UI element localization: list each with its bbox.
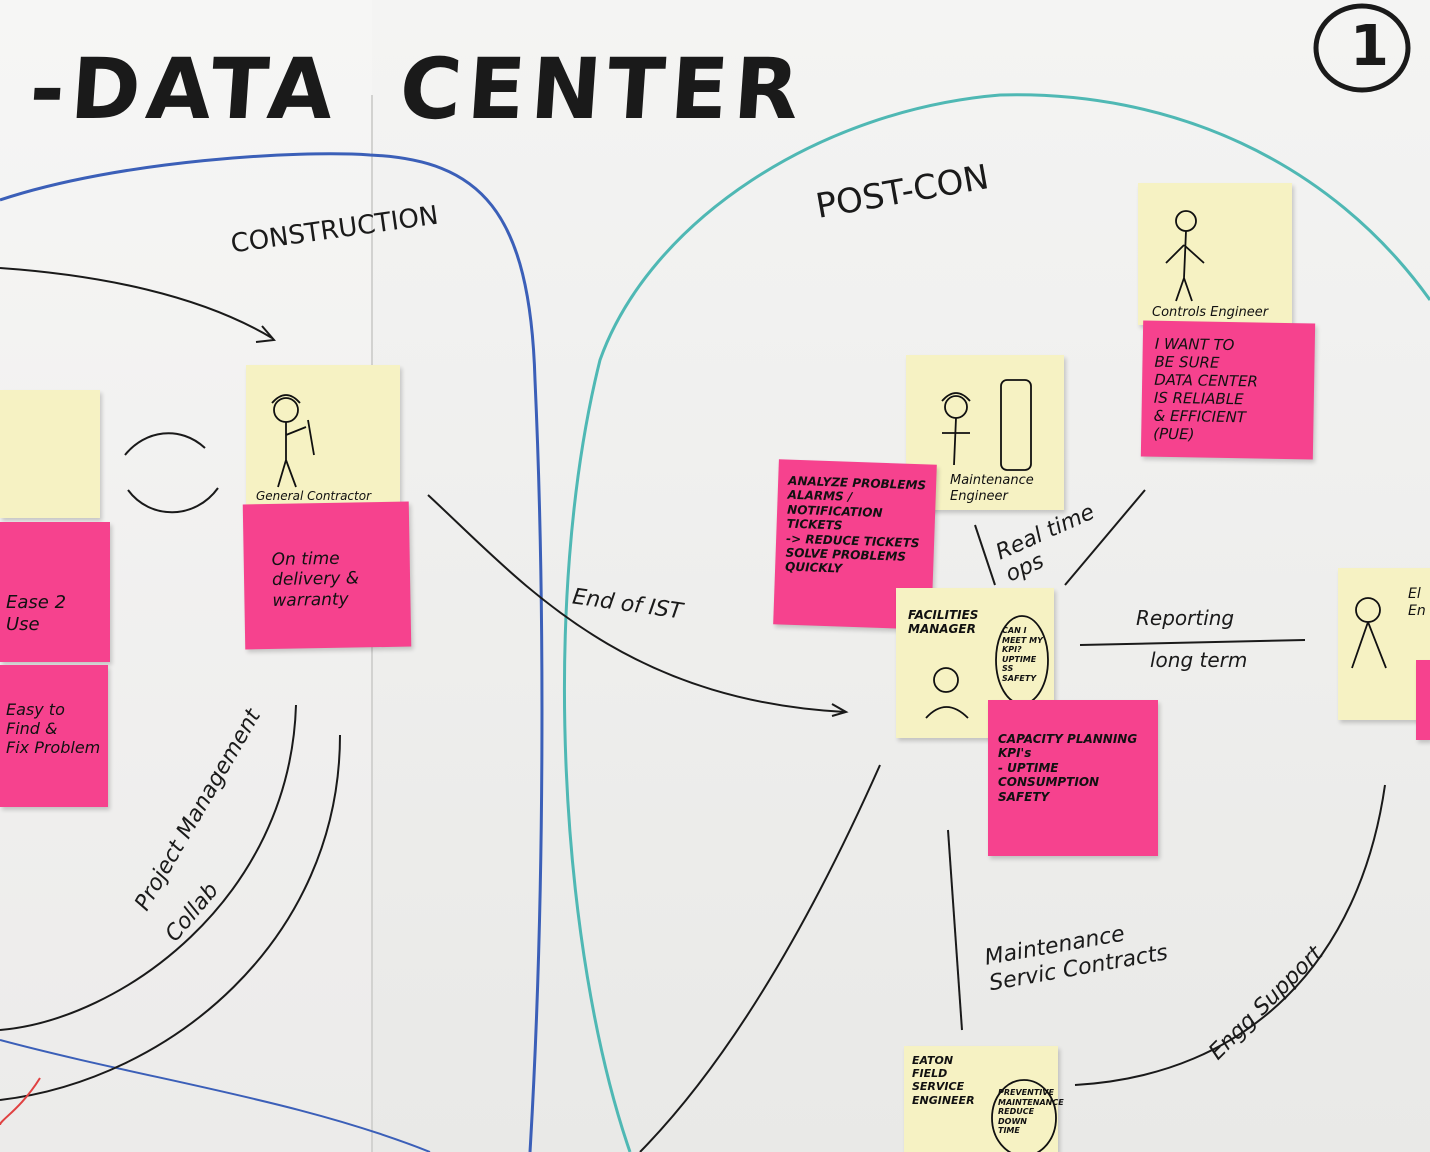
sticky-note-eaton-field-service: EATON FIELD SERVICE ENGINEER PREVENTIVE … [904, 1046, 1064, 1152]
arrow-head [831, 703, 849, 717]
sticky-note-controls-need: I WANT TO BE SURE DATA CENTER IS RELIABL… [1140, 320, 1316, 460]
note-bubble-text: CAN I MEET MY KPI? UPTIME SS SAFETY [1002, 626, 1043, 683]
worker-and-cabinet-drawing [941, 379, 1032, 471]
sticky-note-controls-engineer: Controls Engineer [1138, 183, 1292, 325]
note-bubble-text: PREVENTIVE MAINTENANCE REDUCE DOWN TIME [998, 1088, 1064, 1136]
note-text: ANALYZE PROBLEMS ALARMS / NOTIFICATION T… [784, 473, 927, 576]
note-text: Maintenance Engineer [950, 473, 1034, 504]
facilities-down-arrow [639, 764, 881, 1152]
person-drawing [1165, 210, 1205, 302]
project-management-arrow [0, 734, 341, 1101]
page-number: 1 [1350, 14, 1389, 79]
arrow-to-contractor [0, 267, 273, 339]
note-text: El En [1408, 586, 1426, 619]
sticky-note-general-contractor: General Contractor [246, 365, 400, 513]
title-data: -DATA [26, 40, 343, 138]
construction-boundary-lower [0, 1039, 431, 1152]
label-reporting: Reporting [1136, 606, 1235, 630]
maintenance-contract-arrow [947, 829, 963, 1031]
note-text: On time delivery & warranty [271, 548, 360, 611]
note-text: Ease 2 Use [6, 592, 67, 635]
sticky-note-facilities-manager: FACILITIES MANAGER CAN I MEET MY KPI? UP… [896, 588, 1054, 738]
sticky-note-electrical-engineer: El En [1338, 568, 1430, 720]
sticky-note-yellow-left [0, 390, 100, 518]
engg-support-arrow [1074, 784, 1386, 1086]
sticky-note-pink-edge [1416, 660, 1430, 740]
note-text: General Contractor [256, 489, 372, 503]
arrow-head [255, 325, 276, 343]
collab-arrow [0, 704, 297, 1031]
post-con-boundary-circle [562, 93, 1430, 1152]
cycle-arrow-top [124, 432, 206, 456]
red-marker-stroke [0, 1077, 41, 1126]
controls-link-arrow [1064, 489, 1146, 586]
bubble-drawing [991, 1079, 1057, 1152]
worker-hardhat-drawing [271, 394, 315, 488]
note-text: CAPACITY PLANNING KPI's - UPTIME CONSUMP… [998, 732, 1138, 804]
page-number-circle [1313, 3, 1411, 93]
cycle-arrow-bottom [127, 487, 219, 514]
sticky-note-pink-left-2: Easy to Find & Fix Problem [0, 665, 108, 807]
sticky-note-ontime-delivery: On time delivery & warranty [242, 501, 412, 650]
person-drawing [1351, 597, 1387, 669]
note-text: FACILITIES MANAGER [908, 608, 979, 637]
sticky-note-pink-left-1: Ease 2 Use [0, 522, 110, 662]
sticky-note-capacity-planning: CAPACITY PLANNING KPI's - UPTIME CONSUMP… [988, 700, 1158, 856]
construction-boundary-line [0, 152, 544, 1152]
end-of-ist-arrow [427, 494, 846, 713]
label-long-term: long term [1150, 648, 1248, 672]
note-text: Controls Engineer [1152, 305, 1269, 320]
note-text: I WANT TO BE SURE DATA CENTER IS RELIABL… [1153, 334, 1259, 444]
title-center: CENTER [396, 40, 809, 138]
reporting-arrow [1079, 639, 1306, 646]
real-time-ops-arrow [974, 524, 996, 586]
note-text: EATON FIELD SERVICE ENGINEER [912, 1054, 975, 1107]
note-text: Easy to Find & Fix Problem [6, 700, 101, 758]
